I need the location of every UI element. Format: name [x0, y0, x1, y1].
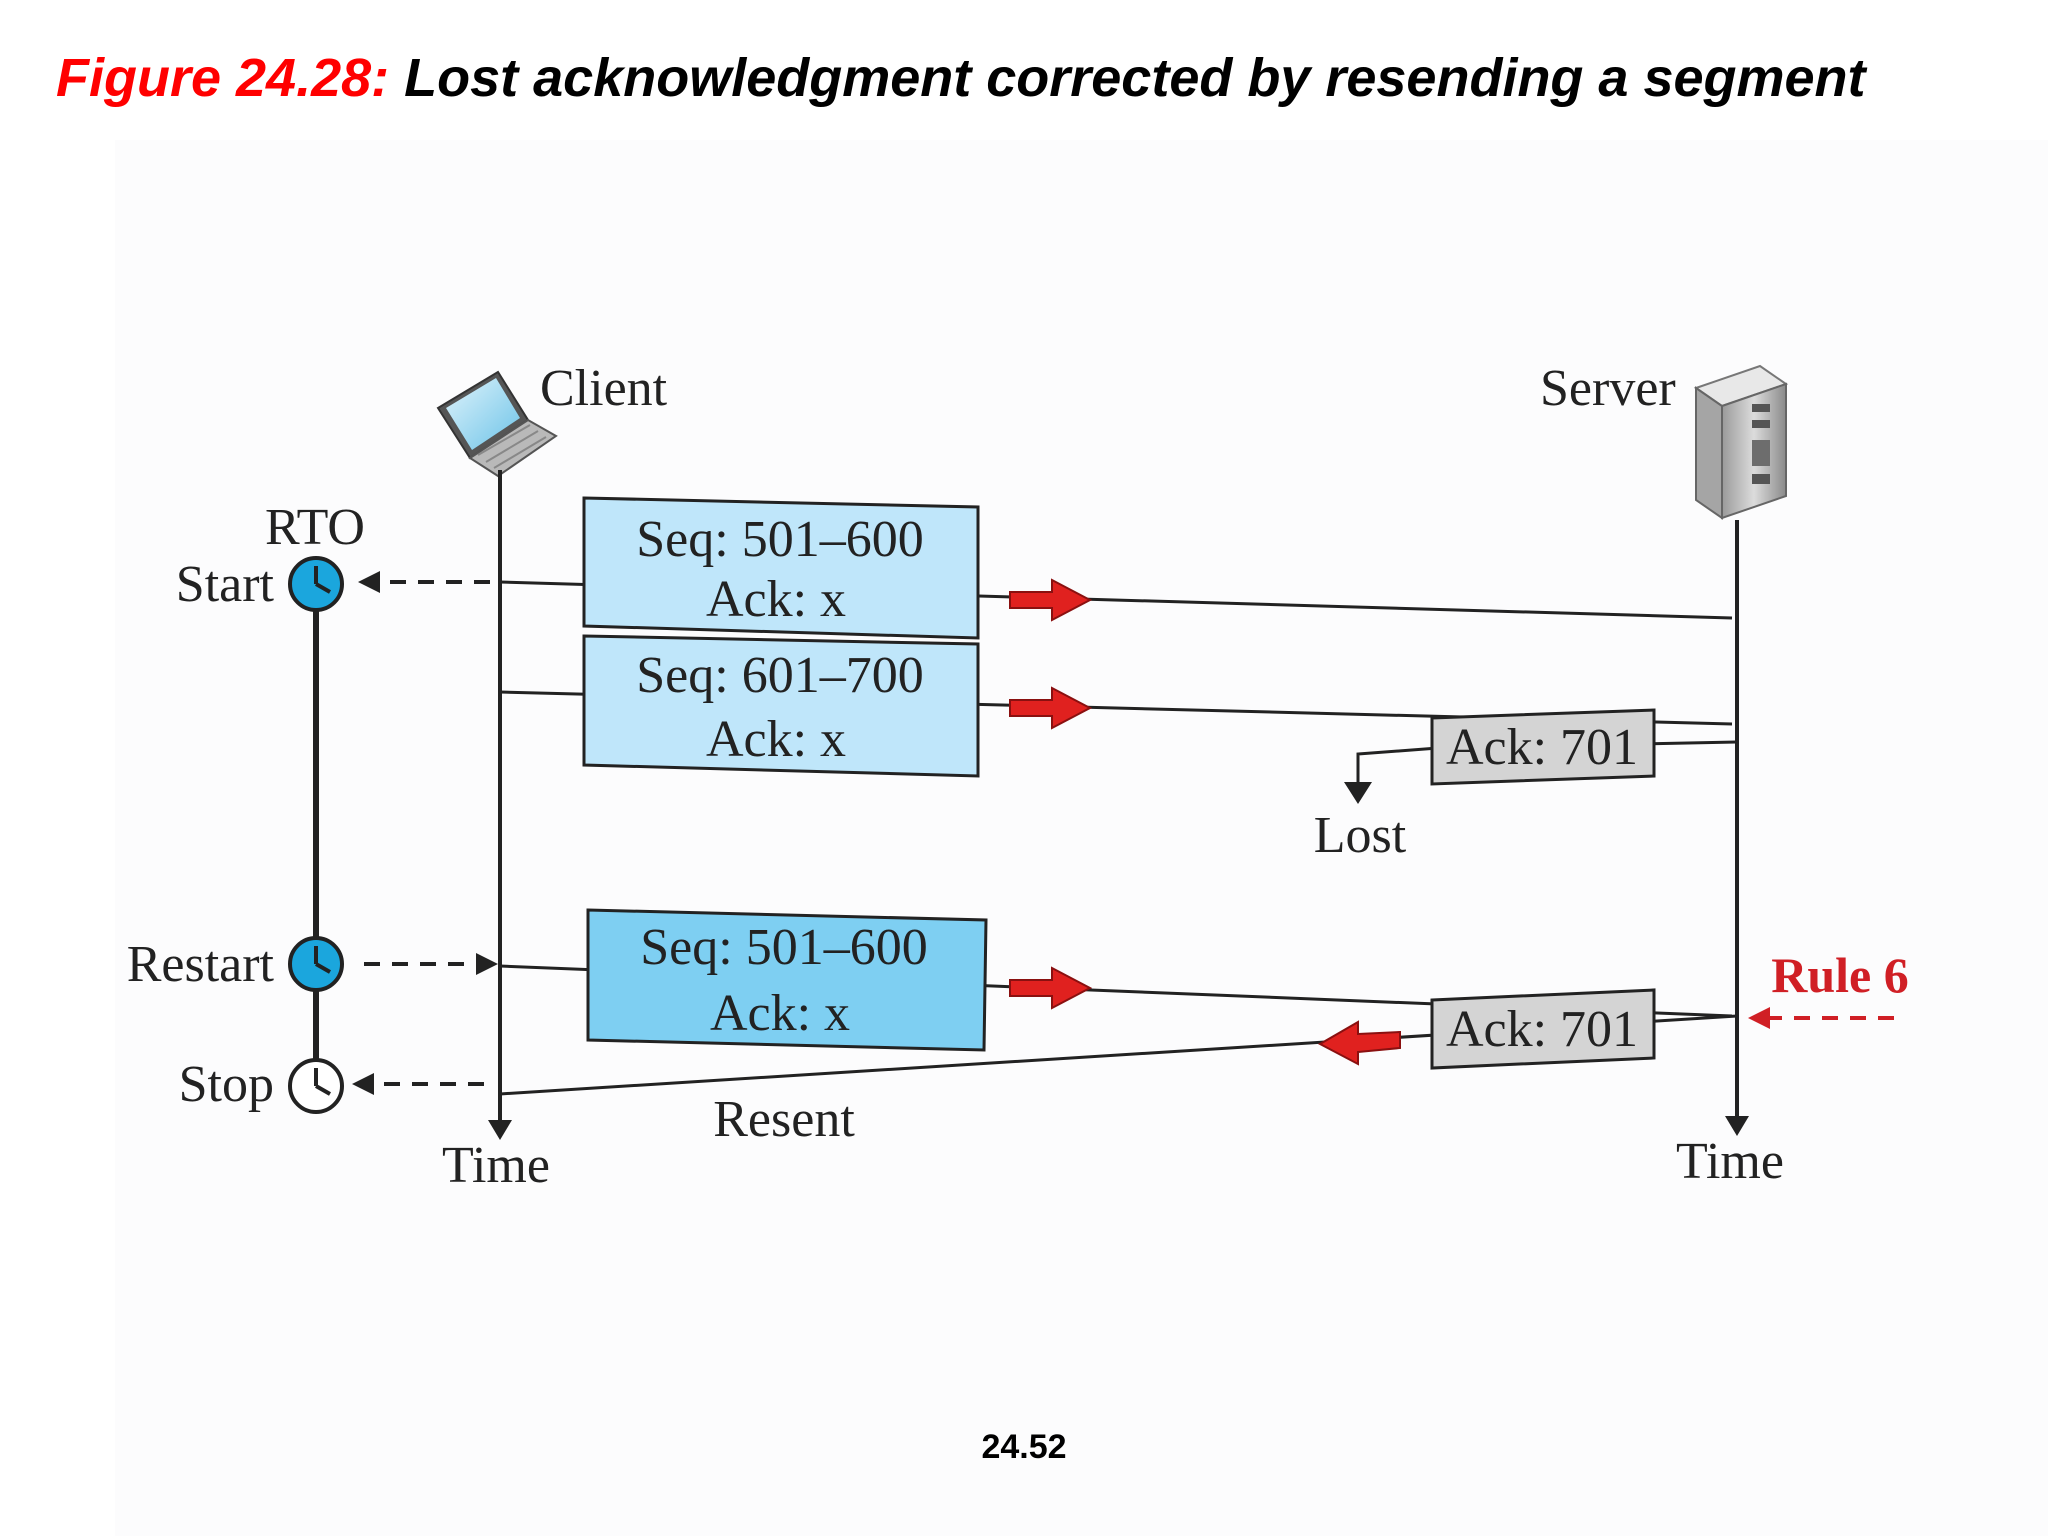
slide-title: Figure 24.28: Lost acknowledgment correc…: [56, 40, 1866, 116]
segment-3-red-arrow-icon: [1009, 966, 1093, 1010]
segment-3-ack: Ack: x: [710, 985, 850, 1042]
figure-label: Figure 24.28:: [56, 48, 390, 108]
segment-3-box: Seq: 501–600 Ack: x: [586, 908, 988, 1052]
segment-2-red-arrow-icon: [1009, 686, 1093, 730]
timer-restart-label: Restart: [127, 936, 275, 993]
client-label: Client: [540, 360, 668, 417]
page-number: 24.52: [981, 1428, 1067, 1466]
lost-label: Lost: [1314, 807, 1407, 864]
client-time-label: Time: [442, 1137, 550, 1194]
server-label: Server: [1540, 360, 1676, 417]
resent-label: Resent: [713, 1091, 855, 1148]
restart-clock-icon: [288, 936, 344, 992]
server-icon: [1693, 364, 1789, 520]
segment-1-ack: Ack: x: [706, 571, 846, 628]
segment-1-seq: Seq: 501–600: [636, 511, 923, 568]
figure-caption: Lost acknowledgment corrected by resendi…: [404, 48, 1866, 108]
ack-2-box: Ack: 701: [1430, 988, 1656, 1070]
start-clock-icon: [288, 556, 344, 612]
ack-2-label: Ack: 701: [1446, 1001, 1638, 1058]
segment-1-box: Seq: 501–600 Ack: x: [582, 496, 980, 640]
ack-1-box: Ack: 701: [1430, 708, 1656, 786]
ack-1-label: Ack: 701: [1446, 719, 1638, 776]
diagram-panel: [115, 140, 2048, 1536]
server-timeline: [1725, 520, 1749, 1136]
laptop-icon: [436, 370, 558, 478]
stop-dashed-arrow: [352, 1073, 484, 1095]
client-timeline: [488, 470, 512, 1140]
segment-2-seq: Seq: 601–700: [636, 647, 923, 704]
ack-2-red-arrow-icon: [1317, 1020, 1401, 1066]
timer-stop-label: Stop: [179, 1056, 274, 1113]
start-dashed-arrow: [358, 571, 490, 593]
rule-label: Rule 6: [1771, 947, 1909, 1003]
server-time-label: Time: [1676, 1133, 1784, 1190]
rule-dashed-arrow: [1748, 1007, 1894, 1029]
segment-1-red-arrow-icon: [1009, 578, 1093, 622]
segment-2-box: Seq: 601–700 Ack: x: [582, 634, 980, 778]
segment-3-seq: Seq: 501–600: [640, 919, 927, 976]
segment-2-ack: Ack: x: [706, 711, 846, 768]
restart-dashed-arrow: [364, 953, 498, 975]
stop-clock-icon: [288, 1058, 344, 1114]
timer-start-label: Start: [176, 556, 275, 613]
rto-label: RTO: [265, 499, 365, 556]
